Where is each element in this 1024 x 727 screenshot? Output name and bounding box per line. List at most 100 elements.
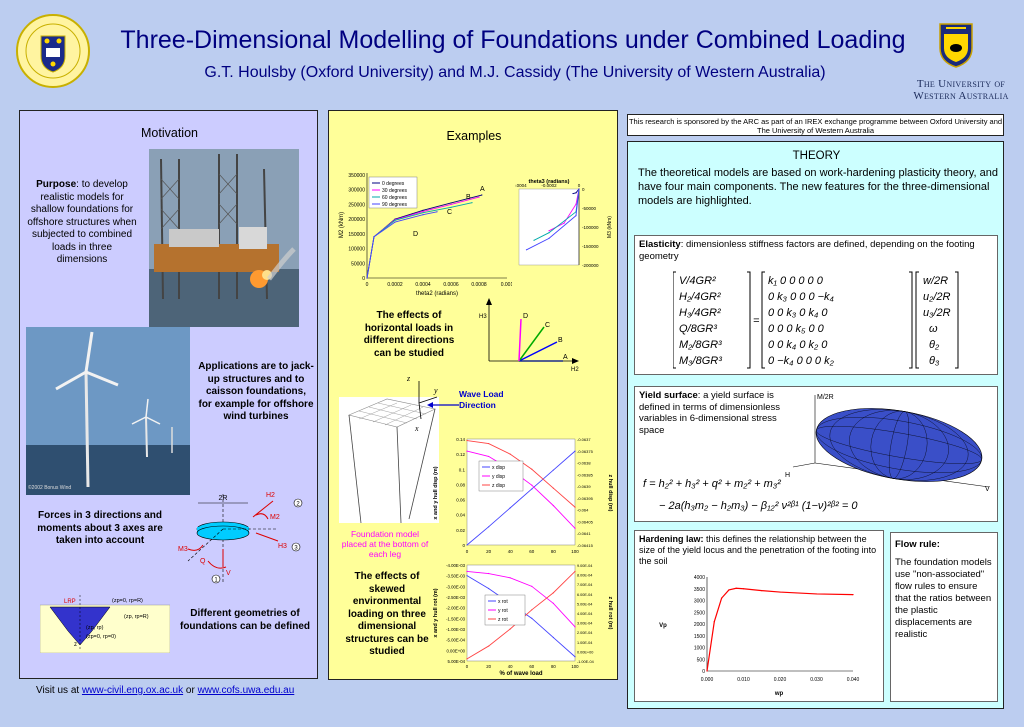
data-point — [531, 484, 533, 486]
data-point — [450, 203, 452, 206]
y-tick-label: 100000 — [348, 247, 365, 253]
y2-tick-label: -0.06415 — [577, 543, 594, 548]
load-direction-diagram: H3 H2 A B C D — [479, 298, 579, 373]
legend-label: 90 degrees — [382, 202, 408, 208]
chart1-ann-a: A — [480, 186, 485, 193]
cond-2: (zp=0, rp=0) — [86, 634, 116, 640]
theory-heading: THEORY — [792, 150, 841, 162]
y-tick-label: -2.50E-03 — [446, 595, 465, 600]
svg-text:V/4GR²: V/4GR² — [679, 275, 716, 287]
data-point — [466, 450, 468, 452]
y-tick-label: -4.00E-03 — [446, 563, 465, 568]
data-point — [575, 203, 577, 205]
motivation-heading: Motivation — [141, 126, 198, 140]
svg-text:0 0 0 k₅ 0: 0 0 0 k₅ 0 0 — [768, 323, 825, 335]
data-point — [574, 527, 576, 529]
data-point — [575, 215, 577, 217]
lrp-label: LRP — [64, 599, 76, 605]
y-tick-label: 0 — [462, 543, 465, 548]
data-point — [552, 602, 554, 604]
chart2-ylabel: M3 (kNm) — [607, 216, 613, 238]
series-line-60-degrees — [366, 202, 473, 279]
y-tick-label: 0.12 — [456, 452, 465, 457]
skewed-caption: The effects of skewed environmental load… — [345, 571, 429, 657]
data-point — [466, 575, 468, 577]
two-r-label: 2R — [219, 495, 228, 502]
label-h2: H2 — [266, 492, 275, 499]
data-point — [548, 232, 550, 234]
z-label: z — [74, 642, 77, 648]
data-point — [742, 588, 745, 590]
data-point — [548, 230, 550, 232]
chart1-ann-c: C — [447, 209, 452, 216]
axis-1-label: 1 — [214, 578, 218, 584]
y-tick-label: -1.50E-03 — [446, 616, 465, 621]
footer-prefix: Visit us at — [36, 685, 82, 696]
data-point — [552, 469, 554, 471]
legend-label: z rot — [498, 617, 508, 623]
y-tick-label: 0.00E+00 — [446, 648, 465, 653]
moment-rotation-chart-3: theta3 (radians) -0.0004-0.000200-50000-… — [515, 179, 613, 268]
y-tick-label: 150000 — [348, 232, 365, 238]
y-tick-label: 0 — [362, 276, 365, 282]
footer-link-uwa[interactable]: www.cofs.uwa.edu.au — [197, 685, 295, 696]
x-tick-label: 0.030 — [810, 677, 823, 683]
y2-tick-label: 3.00E-04 — [577, 622, 592, 626]
chart1-axes — [366, 173, 507, 279]
chart3-ylabel: x and y hull disp (m) — [433, 466, 439, 519]
poster-authors: G.T. Houlsby (Oxford University) and M.J… — [204, 64, 826, 81]
x-tick-label: 40 — [508, 664, 513, 669]
x-tick-label: 60 — [529, 549, 535, 554]
data-point — [488, 645, 490, 647]
svg-text:0 0 k₃ 0 k₄: 0 0 k₃ 0 k₄ 0 — [768, 307, 828, 319]
y2-tick-label: 6.00E-04 — [577, 593, 592, 597]
yield-surface-box: Yield surface: a yield surface is define… — [634, 386, 998, 522]
chart1-ylabel: M2 (kNm) — [339, 212, 345, 238]
data-point — [466, 544, 468, 546]
x-tick-label: 60 — [529, 664, 534, 669]
y-tick-label: 0 — [582, 187, 585, 192]
y2-tick-label: -0.0641 — [577, 531, 591, 536]
y2-tick-label: 9.00E-04 — [577, 564, 592, 568]
y2-tick-label: 0.00E+00 — [577, 650, 593, 654]
x-tick-label: -0.0004 — [515, 183, 527, 188]
x-tick-label: 0 — [466, 664, 469, 669]
label-v: V — [226, 570, 231, 577]
footer-link-oxford[interactable]: www-civil.eng.ox.ac.uk — [81, 685, 184, 696]
legend-label: 30 degrees — [382, 188, 408, 194]
svg-text:=: = — [753, 315, 760, 327]
legend-label: x disp — [492, 465, 505, 471]
y-tick-label: 0.08 — [456, 482, 465, 487]
flow-label: Flow rule: — [895, 539, 940, 550]
data-point — [552, 505, 554, 507]
x-tick-label: 0.040 — [847, 677, 860, 683]
x-tick-label: 0 — [578, 183, 581, 188]
data-point — [728, 589, 730, 591]
label-m2: M2 — [270, 514, 280, 521]
data-point — [531, 585, 533, 587]
series-line-D — [526, 188, 580, 251]
y2-tick-label: -1.00E-04 — [577, 660, 594, 664]
data-point — [852, 594, 854, 596]
motivation-panel: Motivation Purpose: to develop realistic… — [19, 110, 318, 679]
data-point — [422, 209, 424, 211]
axis-y: y — [433, 386, 438, 395]
horizontal-caption: The effects of horizontal loads in diffe… — [363, 310, 455, 359]
dir-b: B — [558, 337, 563, 344]
photo-credit: ©2002 Bonus Wind — [28, 485, 72, 491]
axis-3-label: 3 — [294, 546, 298, 552]
data-point — [450, 206, 452, 208]
y-tick-label: 3500 — [694, 587, 705, 593]
svg-text:M₂/8GR³: M₂/8GR³ — [679, 339, 722, 351]
y-tick-label: 0.04 — [456, 513, 465, 518]
x-tick-label: 80 — [551, 664, 556, 669]
footer-middle: or — [183, 685, 198, 696]
uwa-crest — [938, 22, 974, 68]
x-tick-label: 100 — [571, 549, 579, 554]
hardening-body: this defines the relationship between th… — [639, 534, 877, 566]
y2-tick-label: -0.0638 — [577, 461, 591, 466]
legend-label: 0 degrees — [382, 181, 405, 187]
series-line-curve — [706, 587, 854, 672]
data-point — [574, 570, 576, 572]
